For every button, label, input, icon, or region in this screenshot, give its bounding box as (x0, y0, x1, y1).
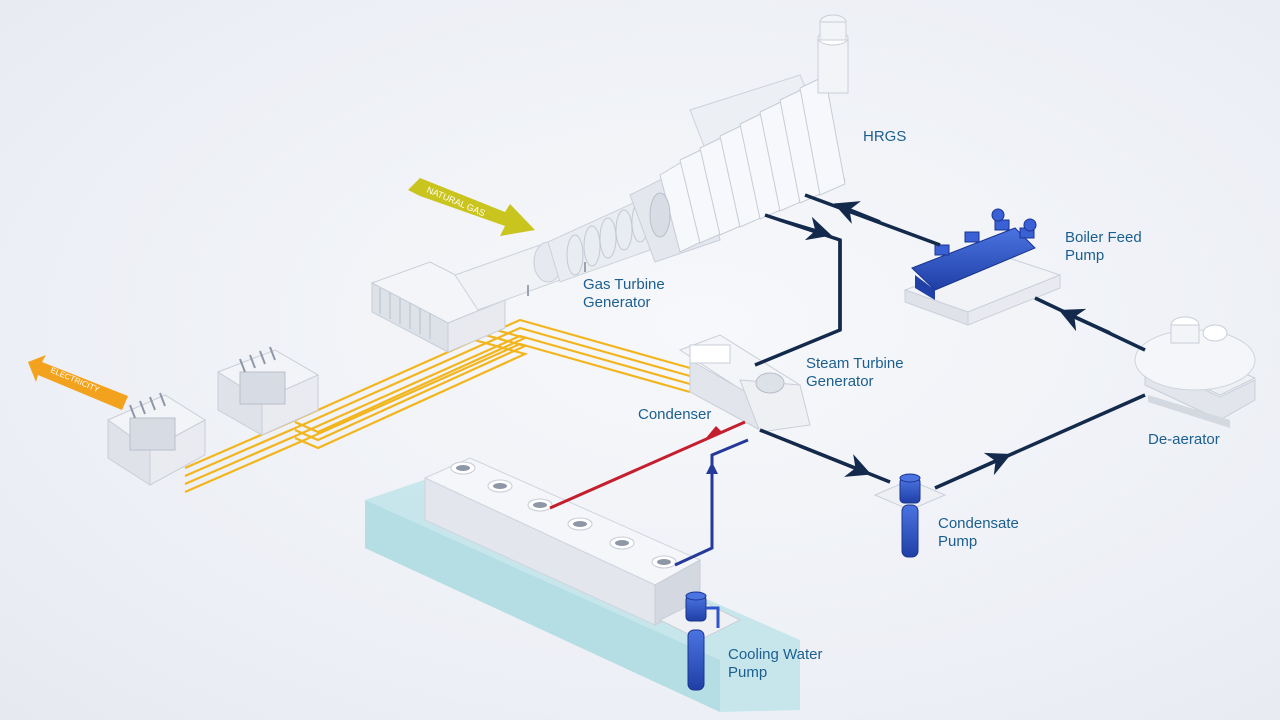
cooling-tower (423, 457, 702, 626)
gas-turbine-generator-box (370, 261, 507, 353)
cooling-label-line2: Pump (728, 664, 768, 681)
steam-turbine-label-line1: Steam Turbine (806, 355, 904, 372)
condensate-pump-label: Condensate Pump (938, 515, 1019, 551)
gas-turbine-label-line2: Generator (583, 294, 651, 311)
boiler-feed-pump (903, 208, 1062, 326)
condenser-label-text: Condenser (638, 406, 712, 423)
condensate-label-line1: Condensate (938, 515, 1019, 532)
steam-turbine-label-line2: Generator (806, 373, 874, 390)
cold-water-line (674, 438, 749, 567)
condenser-label: Condenser (638, 406, 711, 424)
hrgs-label: HRGS (863, 128, 906, 146)
hrgs-label-text: HRGS (863, 128, 907, 145)
boiler-feed-pump-label: Boiler Feed Pump (1065, 229, 1142, 265)
condensate-label-line2: Pump (938, 533, 978, 550)
hrsg-unit (629, 14, 849, 263)
gas-turbine (454, 199, 651, 311)
cooling-label-line1: Cooling Water (728, 646, 823, 663)
boiler-feed-label-line2: Pump (1065, 247, 1105, 264)
deaerator (1134, 316, 1257, 428)
steam-turbine-condenser (678, 334, 811, 433)
steam-water-loop (754, 193, 1146, 490)
cooling-water-pump (658, 591, 742, 691)
gas-turbine-label: Gas Turbine Generator (583, 276, 665, 312)
transformer-1 (106, 392, 206, 486)
boiler-feed-label-line1: Boiler Feed (1065, 229, 1142, 246)
natural-gas-arrow: NATURAL GAS (408, 178, 535, 236)
condensate-pump (873, 473, 947, 558)
hot-water-line (549, 420, 746, 510)
cooling-water-pump-label: Cooling Water Pump (728, 646, 822, 682)
deaerator-label-text: De-aerator (1148, 431, 1220, 448)
deaerator-label: De-aerator (1148, 431, 1220, 449)
gas-turbine-label-line1: Gas Turbine (583, 276, 665, 293)
steam-turbine-label: Steam Turbine Generator (806, 355, 904, 391)
electricity-arrow: ELECTRICITY (28, 355, 128, 410)
transformer-2 (216, 346, 320, 436)
